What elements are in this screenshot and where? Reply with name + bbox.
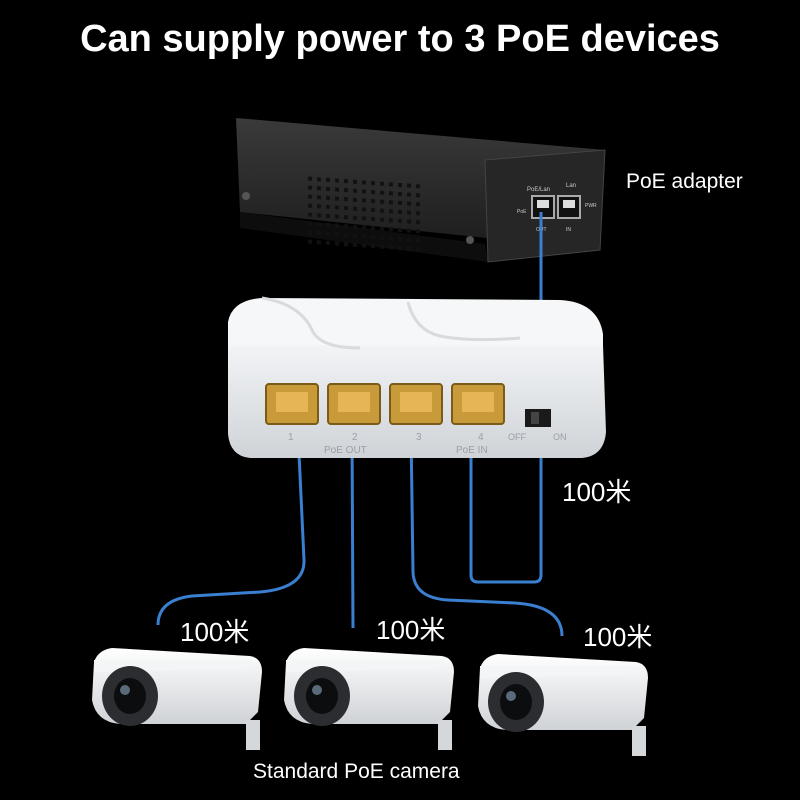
cable-uplink bbox=[469, 212, 543, 584]
switch-port-number: 3 bbox=[416, 432, 422, 443]
camera-1-distance-label: 100米 bbox=[180, 617, 250, 647]
camera-3 bbox=[478, 654, 648, 756]
switch-ports bbox=[265, 383, 551, 427]
switch-port-2 bbox=[327, 383, 381, 425]
switch-port-number: 4 bbox=[478, 432, 484, 443]
switch-group-label-in: PoE IN bbox=[456, 445, 488, 456]
cable-camera-2 bbox=[350, 431, 355, 629]
switch-on-label: ON bbox=[553, 432, 567, 442]
switch-port-4 bbox=[451, 383, 505, 425]
adapter-port-label: IN bbox=[566, 227, 571, 233]
switch-port-1 bbox=[265, 383, 319, 425]
adapter-port-in bbox=[557, 195, 581, 219]
adapter-port-label: PWR bbox=[585, 203, 597, 209]
power-toggle-switch bbox=[525, 409, 551, 427]
adapter-port-out bbox=[531, 195, 555, 219]
poe-adapter: PoE/Lan Lan OUT IN PoE PWR bbox=[236, 118, 606, 263]
cable-camera-1 bbox=[156, 431, 306, 626]
switch-off-label: OFF bbox=[508, 432, 526, 442]
camera-2-distance-label: 100米 bbox=[376, 615, 446, 645]
cables bbox=[156, 212, 564, 637]
adapter-port-label: Lan bbox=[566, 183, 576, 189]
headline: Can supply power to 3 PoE devices bbox=[80, 18, 720, 60]
camera-3-distance-label: 100米 bbox=[583, 622, 653, 652]
switch-group-label-out: PoE OUT bbox=[324, 445, 367, 456]
adapter-port-label: PoE bbox=[517, 209, 527, 215]
switch-port-number: 1 bbox=[288, 432, 294, 443]
uplink-distance-label: 100米 bbox=[562, 477, 632, 507]
switch-port-number: 2 bbox=[352, 432, 358, 443]
switch-port-3 bbox=[389, 383, 443, 425]
adapter-port-label: PoE/Lan bbox=[527, 187, 550, 193]
camera-1 bbox=[92, 648, 262, 750]
cable-camera-3 bbox=[409, 431, 564, 637]
camera-caption: Standard PoE camera bbox=[253, 760, 460, 783]
camera-2 bbox=[284, 648, 454, 750]
poe-adapter-label: PoE adapter bbox=[626, 170, 743, 193]
